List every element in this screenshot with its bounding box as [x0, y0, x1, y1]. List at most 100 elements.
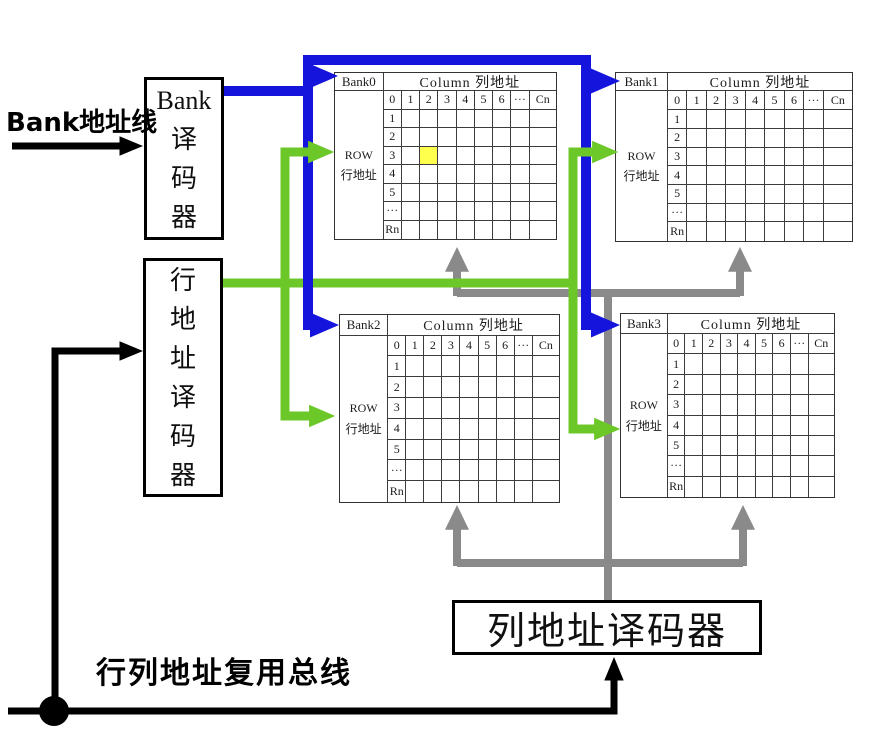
column-address-decoder-box: 列地址译码器	[452, 600, 762, 655]
grid-cell	[773, 395, 791, 416]
grid-cell	[532, 356, 559, 378]
grid-cell	[511, 220, 530, 239]
grid-cell	[493, 220, 512, 239]
grid-cell	[685, 395, 704, 416]
grid-cell	[823, 148, 852, 167]
grid-cell	[720, 415, 739, 436]
grid-cell	[460, 481, 479, 502]
grid-cell	[687, 203, 707, 223]
row-index-label: 2	[388, 377, 407, 398]
grid-cell	[784, 110, 805, 129]
column-index-label: 4	[456, 91, 475, 110]
column-index-label: 3	[438, 91, 457, 110]
bus-junction-dot	[39, 696, 69, 726]
grid-cell	[687, 128, 707, 148]
grid-cell	[532, 460, 559, 482]
grid-cell	[720, 456, 739, 477]
grid-cell	[478, 356, 497, 378]
grid-cell	[790, 354, 809, 375]
grid-cell	[514, 460, 533, 482]
grid-cell	[755, 395, 774, 416]
grid-cell	[420, 183, 439, 203]
grid-cell	[496, 356, 515, 378]
grid-cell	[685, 456, 704, 477]
grid-cell	[474, 146, 494, 166]
grid-cell	[460, 377, 479, 398]
grid-cell	[514, 356, 533, 378]
grid-cell	[401, 146, 421, 166]
grid-cell	[706, 128, 727, 148]
grid-cell	[685, 354, 704, 375]
column-index-label: 3	[726, 91, 746, 111]
column-index-label: 5	[765, 91, 785, 111]
bank-address-line-label: Bank地址线	[6, 108, 158, 138]
row-header-line: 行地址	[623, 169, 660, 184]
column-index-label: 0	[383, 91, 402, 110]
grid-cell	[720, 435, 739, 457]
grid-cell	[707, 222, 727, 241]
row-header-line: 行地址	[340, 168, 377, 183]
row-header-line: ROW	[344, 147, 373, 162]
grid-cell	[529, 128, 556, 147]
grid-cell	[808, 375, 834, 396]
column-header-label: Column 列地址	[388, 315, 559, 336]
grid-cell	[511, 165, 530, 184]
grid-cell	[493, 128, 512, 147]
grid-cell	[765, 166, 785, 185]
bank-select-left-riser-arrow-bank2	[303, 55, 339, 338]
column-index-label: 2	[706, 91, 727, 111]
grid-cell	[755, 456, 774, 477]
grid-cell	[478, 418, 497, 440]
grid-cell	[460, 439, 479, 461]
column-index-label: 1	[401, 91, 421, 110]
grid-cell	[765, 203, 785, 223]
grid-cell	[493, 165, 512, 184]
grid-cell	[424, 356, 443, 378]
grid-cell	[442, 481, 461, 502]
row-header-line: 行地址	[345, 421, 382, 436]
grid-cell	[738, 395, 756, 416]
grid-cell	[823, 166, 852, 185]
grid-cell	[745, 147, 766, 167]
row-arrow-bank1	[568, 140, 619, 288]
grid-cell	[438, 146, 457, 166]
row-header-label: ROW 行地址	[335, 91, 384, 239]
grid-cell	[514, 439, 533, 461]
column-index-label: 4	[745, 91, 766, 111]
grid-cell	[706, 184, 727, 204]
column-index-label: Cn	[532, 336, 559, 357]
grid-cell	[420, 128, 439, 147]
grid-cell	[804, 166, 824, 185]
grid-cell	[529, 110, 556, 129]
grid-cell	[765, 184, 785, 204]
grid-cell	[478, 397, 497, 419]
grid-cell	[726, 184, 746, 204]
row-index-label: 3	[388, 397, 407, 419]
row-index-label: 5	[383, 183, 402, 203]
column-index-label: 0	[667, 91, 688, 111]
row-index-label: 2	[667, 128, 688, 148]
grid-cell	[514, 397, 533, 419]
column-index-label: 6	[784, 91, 805, 111]
grid-cell	[765, 128, 785, 148]
decoder-text-line: 译	[170, 124, 197, 154]
grid-cell	[823, 185, 852, 204]
grid-cell	[406, 397, 425, 419]
row-header-line: ROW	[349, 401, 378, 416]
grid-cell	[687, 110, 707, 129]
column-index-label: 2	[420, 91, 439, 110]
grid-cell	[424, 377, 443, 398]
grid-cell	[497, 481, 515, 502]
grid-cell	[406, 356, 425, 378]
bank-name-label: Bank3	[621, 314, 668, 335]
row-index-label: 1	[667, 110, 688, 129]
grid-cell	[406, 460, 425, 482]
grid-cell	[703, 374, 721, 396]
column-decoder-label: 列地址译码器	[486, 611, 727, 653]
grid-cell	[703, 415, 721, 436]
grid-cell	[756, 476, 774, 497]
decoder-text-line: 行	[169, 265, 196, 295]
column-index-label: 5	[478, 335, 497, 357]
